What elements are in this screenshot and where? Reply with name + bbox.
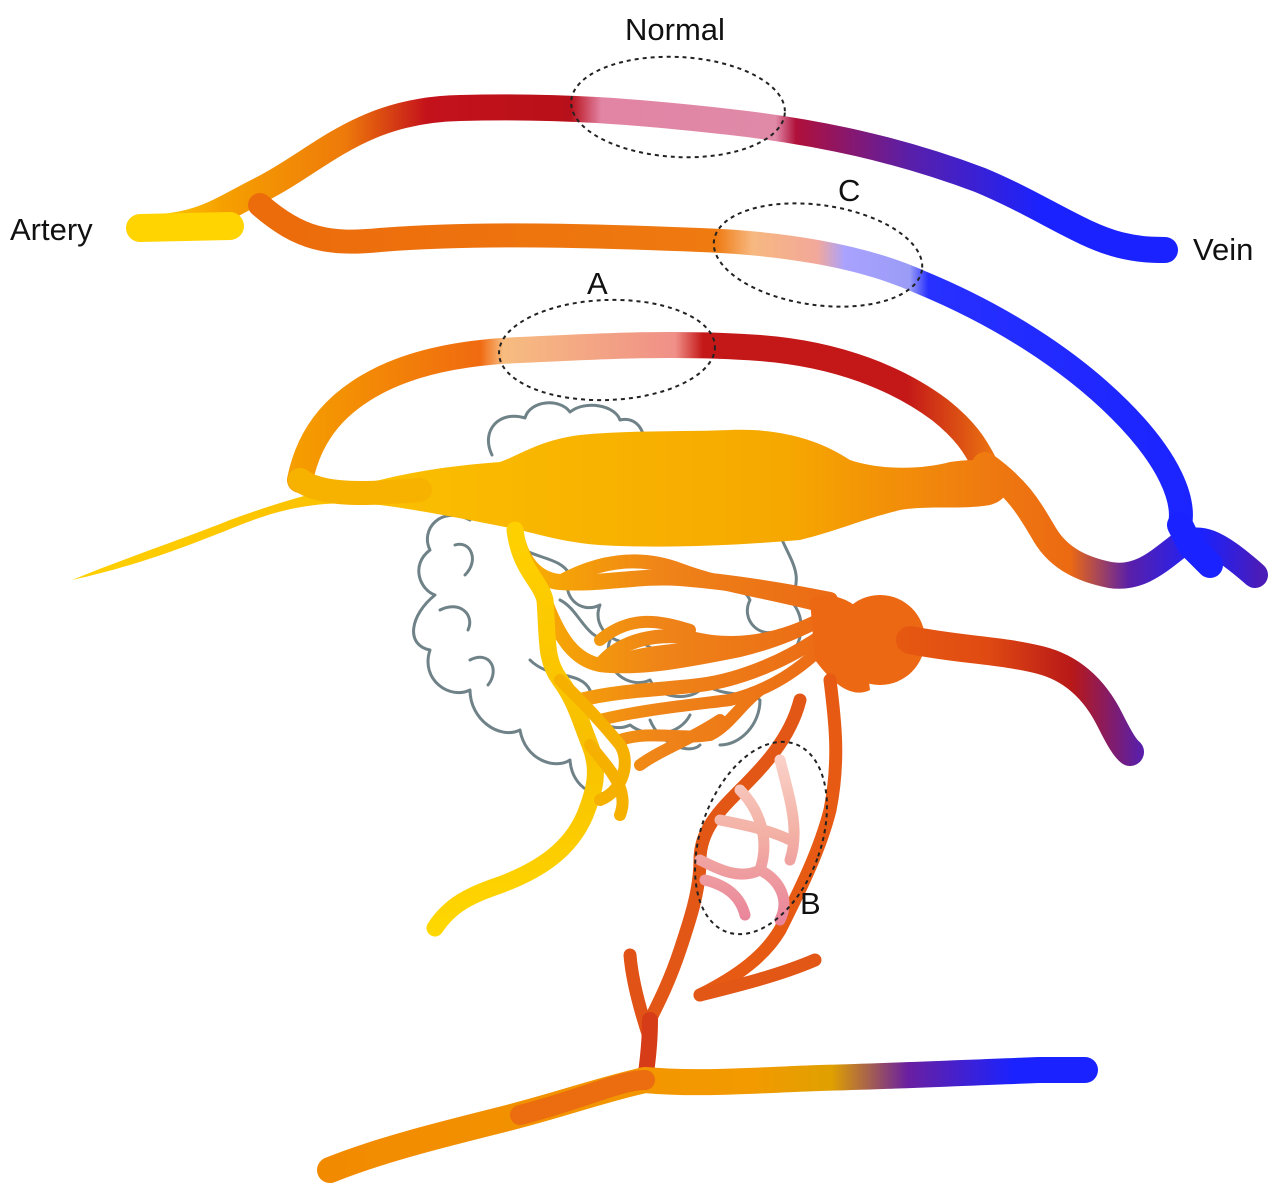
bottom-feeder bbox=[510, 1070, 655, 1125]
artery-inlet bbox=[126, 212, 244, 242]
varix-neck bbox=[810, 595, 870, 693]
region-a-ellipse bbox=[498, 298, 716, 402]
artery-branch bbox=[288, 468, 432, 505]
bottom-vessel bbox=[317, 1057, 1098, 1183]
feeding-branch bbox=[554, 674, 631, 821]
region-b-ellipse bbox=[694, 740, 828, 936]
draining-vein bbox=[896, 626, 1144, 766]
vessel-a bbox=[287, 331, 998, 493]
normal-region-ellipse bbox=[570, 55, 786, 159]
label-vein: Vein bbox=[1193, 232, 1254, 267]
vessel-c bbox=[248, 193, 1193, 537]
label-c: C bbox=[838, 173, 861, 208]
nidus bbox=[507, 522, 838, 771]
label-normal: Normal bbox=[625, 12, 725, 47]
vein-junction bbox=[1167, 512, 1223, 578]
label-b: B bbox=[800, 886, 821, 921]
region-b-vessels bbox=[643, 673, 843, 1027]
dilated-arterial-trunk bbox=[72, 429, 1010, 580]
region-c-ellipse bbox=[712, 202, 924, 308]
label-artery: Artery bbox=[10, 212, 93, 247]
label-a: A bbox=[587, 266, 608, 301]
normal-vessel bbox=[127, 94, 1178, 263]
